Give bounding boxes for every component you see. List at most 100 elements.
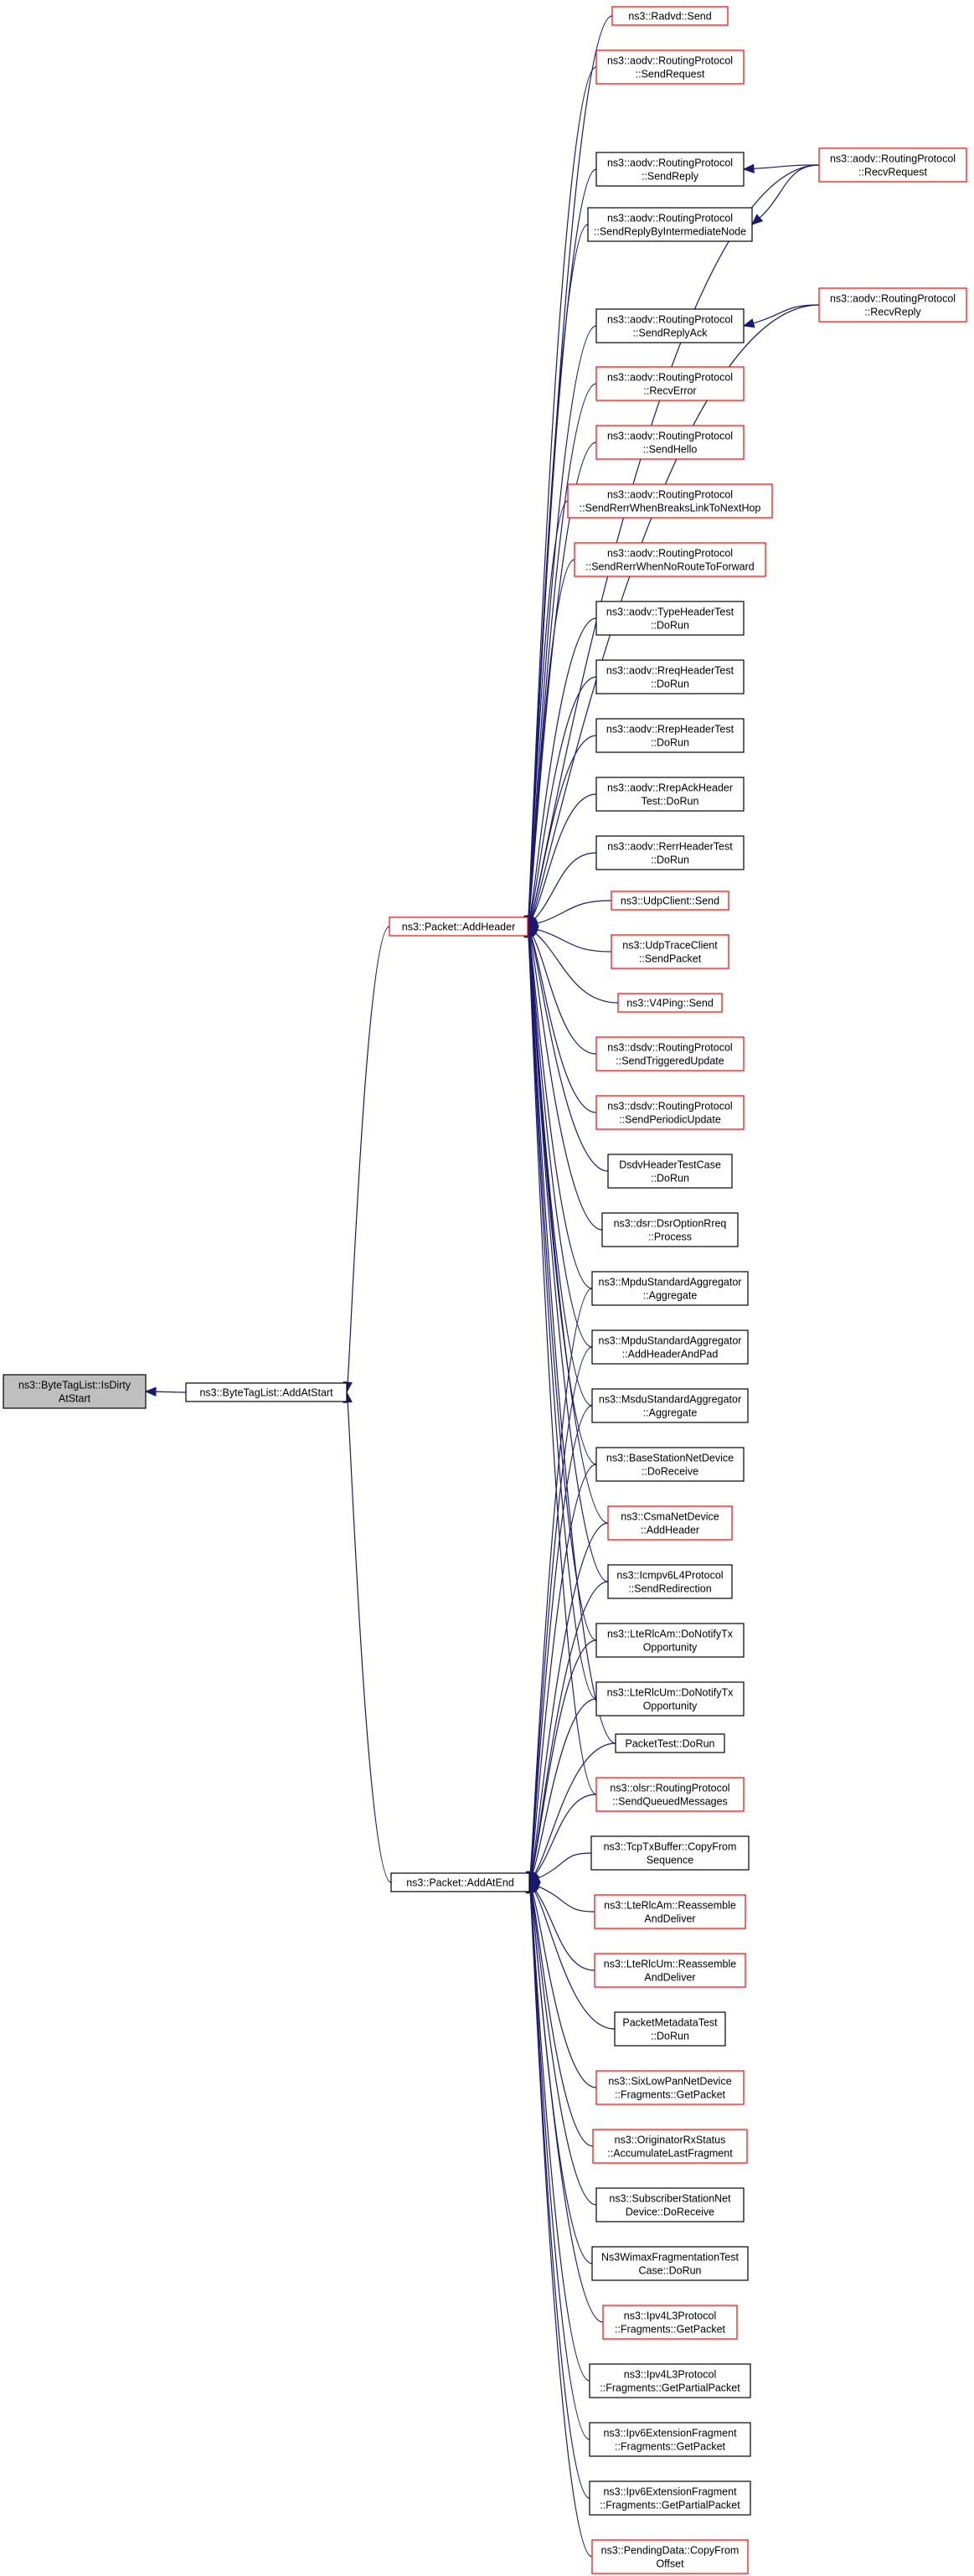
node-box: [611, 934, 729, 969]
node-box: [611, 6, 729, 26]
node-label: ns3::UdpClient::Send: [621, 896, 719, 907]
node-label: ::SendPacket: [639, 953, 702, 965]
node-label: ::SendPeriodicUpdate: [619, 1114, 721, 1126]
node-mpdu-add-header-and-pad[interactable]: ns3::MpduStandardAggregator::AddHeaderAn…: [591, 1329, 749, 1365]
node-label: ::AddHeaderAndPad: [622, 1349, 719, 1360]
edge-line: [532, 1892, 597, 2088]
node-add-at-start[interactable]: ns3::ByteTagList::AddAtStart: [185, 1382, 348, 1402]
edge-tcp-tx-buffer-copy-to-add-at-end: [528, 1852, 592, 1883]
node-label: ns3::Ipv4L3Protocol: [624, 2310, 717, 2322]
node-box: [595, 601, 745, 636]
edge-line: [528, 936, 593, 1289]
edge-aodv-recv-request-to-aodv-send-reply: [742, 163, 820, 174]
node-csma-add-header[interactable]: ns3::CsmaNetDevice::AddHeader: [607, 1505, 733, 1541]
node-rerr-header-test[interactable]: ns3::aodv::RerrHeaderTest::DoRun: [595, 835, 745, 870]
node-base-station-do-receive[interactable]: ns3::BaseStationNetDevice::DoReceive: [595, 1447, 745, 1482]
edge-msdu-aggregate-to-add-at-end: [525, 1405, 593, 1884]
node-icmpv6-redirection[interactable]: ns3::Icmpv6L4Protocol::SendRedirection: [607, 1564, 733, 1599]
node-box: [595, 1623, 745, 1658]
node-udp-client-send[interactable]: ns3::UdpClient::Send: [611, 891, 729, 911]
node-label: ::DoRun: [651, 620, 689, 632]
edge-line: [753, 304, 820, 324]
node-six-low-pan-fragments[interactable]: ns3::SixLowPanNetDevice::Fragments::GetP…: [595, 2070, 745, 2105]
node-label: ::Fragments::GetPartialPacket: [600, 2382, 740, 2394]
node-box: [591, 1388, 749, 1423]
node-box: [594, 1953, 746, 1988]
node-label: ns3::LteRlcAm::DoNotifyTx: [607, 1629, 734, 1640]
edge-line: [529, 1405, 593, 1873]
node-v4-ping-send[interactable]: ns3::V4Ping::Send: [617, 993, 723, 1013]
node-dsdv-periodic[interactable]: ns3::dsdv::RoutingProtocol::SendPeriodic…: [595, 1095, 745, 1130]
node-label: ns3::aodv::RoutingProtocol: [607, 548, 733, 560]
node-box: [614, 2011, 726, 2047]
node-rrep-header-test[interactable]: ns3::aodv::RrepHeaderTest::DoRun: [595, 718, 745, 753]
node-aodv-recv-request[interactable]: ns3::aodv::RoutingProtocol::RecvRequest: [818, 147, 967, 183]
edge-line: [753, 164, 820, 169]
node-msdu-aggregate[interactable]: ns3::MsduStandardAggregator::Aggregate: [591, 1388, 749, 1423]
node-label: ns3::aodv::RerrHeaderTest: [607, 841, 733, 853]
node-add-header[interactable]: ns3::Packet::AddHeader: [389, 916, 528, 937]
node-originator-rx-status[interactable]: ns3::OriginatorRxStatus::AccumulateLastF…: [592, 2129, 748, 2164]
node-label: Opportunity: [643, 1701, 698, 1712]
node-label: DsdvHeaderTestCase: [619, 1159, 721, 1171]
edge-line: [533, 1742, 616, 1875]
node-aodv-send-reply-ack[interactable]: ns3::aodv::RoutingProtocol::SendReplyAck: [595, 308, 745, 343]
node-rreq-header-test[interactable]: ns3::aodv::RreqHeaderTest::DoRun: [595, 659, 745, 694]
node-add-at-end[interactable]: ns3::Packet::AddAtEnd: [390, 1872, 530, 1892]
node-aodv-send-rerr-breaks[interactable]: ns3::aodv::RoutingProtocol::SendRerrWhen…: [567, 483, 773, 519]
edge-line: [537, 928, 612, 952]
node-label: ns3::LteRlcUm::Reassemble: [604, 1959, 736, 1970]
node-packet-test-do-run[interactable]: PacketTest::DoRun: [615, 1733, 725, 1753]
node-aodv-recv-reply[interactable]: ns3::aodv::RoutingProtocol::RecvReply: [818, 287, 967, 323]
node-label: ns3::aodv::RoutingProtocol: [607, 431, 733, 442]
node-aodv-send-hello[interactable]: ns3::aodv::RoutingProtocol::SendHello: [595, 425, 745, 460]
node-label: ns3::aodv::TypeHeaderTest: [606, 607, 734, 618]
node-dsr-option-rreq[interactable]: ns3::dsr::DsrOptionRreq::Process: [601, 1212, 739, 1247]
node-label: ns3::MpduStandardAggregator: [599, 1277, 742, 1288]
edge-mpdu-aggregate-to-add-header: [524, 925, 593, 1289]
node-box: [595, 308, 745, 343]
edge-line: [529, 676, 597, 917]
node-type-header-test[interactable]: ns3::aodv::TypeHeaderTest::DoRun: [595, 601, 745, 636]
node-label: ns3::OriginatorRxStatus: [615, 2135, 726, 2146]
node-box: [595, 49, 745, 85]
node-box: [589, 2480, 751, 2516]
node-olsr-queued[interactable]: ns3::olsr::RoutingProtocol::SendQueuedMe…: [595, 1777, 745, 1812]
node-packet-metadata-test[interactable]: PacketMetadataTest::DoRun: [614, 2011, 726, 2047]
node-udp-trace-client[interactable]: ns3::UdpTraceClient::SendPacket: [611, 934, 729, 969]
node-box: [574, 542, 766, 577]
node-box: [595, 366, 745, 401]
node-radvd-send[interactable]: ns3::Radvd::Send: [611, 6, 729, 26]
edge-line: [538, 1852, 592, 1879]
edge-line: [529, 617, 597, 917]
node-mpdu-aggregate[interactable]: ns3::MpduStandardAggregator::Aggregate: [591, 1271, 749, 1306]
node-aodv-send-reply-by-intermediate-node[interactable]: ns3::aodv::RoutingProtocol::SendReplyByI…: [587, 207, 753, 242]
node-aodv-send-request[interactable]: ns3::aodv::RoutingProtocol::SendRequest: [595, 49, 745, 85]
edge-line: [534, 1890, 595, 1971]
node-aodv-send-rerr-no-route[interactable]: ns3::aodv::RoutingProtocol::SendRerrWhen…: [574, 542, 766, 577]
edge-line: [529, 936, 603, 1231]
node-ipv6-ext-frag-get-packet[interactable]: ns3::Ipv6ExtensionFragment::Fragments::G…: [589, 2422, 751, 2457]
node-ipv6-ext-frag-get-partial[interactable]: ns3::Ipv6ExtensionFragment::Fragments::G…: [589, 2480, 751, 2516]
node-label: ns3::Packet::AddAtEnd: [406, 1877, 514, 1889]
node-ipv4-frag-get-partial[interactable]: ns3::Ipv4L3Protocol::Fragments::GetParti…: [589, 2363, 751, 2398]
node-label: Sequence: [647, 1855, 693, 1866]
node-subscriber-station[interactable]: ns3::SubscriberStationNetDevice::DoRecei…: [595, 2187, 745, 2222]
node-label: ::DoRun: [651, 854, 689, 866]
node-ipv4-frag-get-packet[interactable]: ns3::Ipv4L3Protocol::Fragments::GetPacke…: [602, 2305, 738, 2340]
node-aodv-send-reply[interactable]: ns3::aodv::RoutingProtocol::SendReply: [595, 152, 745, 187]
node-dsdv-triggered[interactable]: ns3::dsdv::RoutingProtocol::SendTriggere…: [595, 1036, 745, 1071]
node-aodv-recv-error[interactable]: ns3::aodv::RoutingProtocol::RecvError: [595, 366, 745, 401]
node-dsdv-header-test-case[interactable]: DsdvHeaderTestCase::DoRun: [607, 1154, 733, 1189]
node-label: ns3::aodv::RoutingProtocol: [607, 489, 733, 501]
